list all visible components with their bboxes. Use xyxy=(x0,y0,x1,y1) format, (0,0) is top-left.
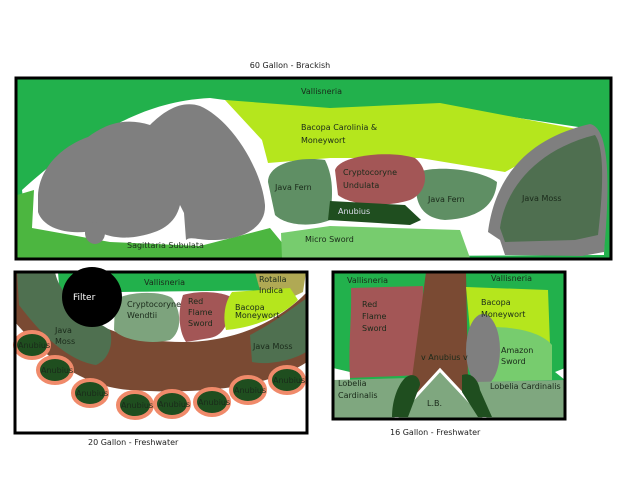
label-moneywort: Moneywort xyxy=(481,310,525,319)
tank60-frame xyxy=(14,76,613,261)
label-lb: L.B. xyxy=(427,399,442,408)
label-java-moss: Java Moss xyxy=(252,342,293,351)
tank60-title: 60 Gallon - Brackish xyxy=(250,61,330,70)
tank60-cryptocoryne xyxy=(335,154,426,205)
label-java-moss: Java Moss xyxy=(521,194,562,203)
tank20-anubius-plant xyxy=(71,378,109,408)
label-java: Java xyxy=(54,326,72,335)
tank20-filter xyxy=(62,267,122,327)
label-red: Red xyxy=(362,300,377,309)
tank20-anubius-plant xyxy=(153,389,191,419)
tank16-bacopa xyxy=(466,287,550,345)
tank60-sagittaria xyxy=(17,190,284,258)
label-lobelia: Lobelia xyxy=(338,379,367,388)
tank60-bacopa xyxy=(225,100,582,172)
label-moss: Moss xyxy=(55,337,75,346)
tank16-rock xyxy=(466,314,500,386)
label-vallisneria: Vallisneria xyxy=(491,274,532,283)
tank20-anubius-plant xyxy=(116,390,154,420)
label-java-fern: Java Fern xyxy=(274,183,312,192)
label-anubius: Anubius xyxy=(121,401,153,410)
label-undulata: Undulata xyxy=(343,181,379,190)
label-vallisneria: Vallisneria xyxy=(301,87,342,96)
tank16: Vallisneria Vallisneria Red Flame Sword … xyxy=(331,270,567,421)
tank16-red-flame-sword xyxy=(349,286,423,378)
label-vallisneria: Vallisneria xyxy=(144,278,185,287)
label-cryptocoryne: Cryptocoryne xyxy=(127,300,181,309)
tank60-anubius xyxy=(328,201,421,225)
label-cryptocoryne: Cryptocoryne xyxy=(343,168,397,177)
label-anubius: Anubius xyxy=(18,341,50,350)
tank60-java-moss xyxy=(500,135,603,242)
tank16-anubius-left xyxy=(392,375,420,417)
tank20-anubius-plant xyxy=(36,355,74,385)
tank20-anubius-plant xyxy=(229,375,267,405)
label-amazon: Amazon xyxy=(501,346,533,355)
tank20-java-moss-left xyxy=(17,272,112,365)
label-wendtii: Wendtii xyxy=(127,311,157,320)
label-anubius: Anubius xyxy=(76,389,108,398)
tank20-anubius-plant xyxy=(193,387,231,417)
tank16-lobelia-left xyxy=(333,378,410,419)
label-sword: Sword xyxy=(188,319,213,328)
label-red: Red xyxy=(188,297,203,306)
tank60-rock-small xyxy=(85,222,105,244)
label-lobelia-cardinalis: Lobelia Cardinalis xyxy=(490,382,561,391)
label-cardinalis: Cardinalis xyxy=(338,391,378,400)
tank60-micro-sword xyxy=(281,226,470,258)
label-anubius: Anubius xyxy=(198,398,230,407)
tank16-title: 16 Gallon - Freshwater xyxy=(390,428,481,437)
label-moneywort: Moneywort xyxy=(235,311,279,320)
label-rotalla: Rotalla xyxy=(259,275,287,284)
label-sagittaria: Sagittaria Subulata xyxy=(127,241,204,250)
tank60-rock-left xyxy=(38,104,266,241)
label-anubius: Anubius xyxy=(158,400,190,409)
label-bacopa: Bacopa xyxy=(481,298,511,307)
tank20-anubius-plant xyxy=(268,365,306,395)
tank16-frame xyxy=(331,270,567,421)
tank16-anubius-right xyxy=(462,374,492,417)
label-anubius: Anubius xyxy=(338,207,370,216)
label-flame: Flame xyxy=(362,312,387,321)
tank20-bacopa xyxy=(224,288,298,330)
label-vallisneria: Vallisneria xyxy=(347,276,388,285)
label-bacopa: Bacopa Carolinia & xyxy=(301,123,377,132)
tank20-red-flame-sword xyxy=(179,292,232,342)
label-sword: Sword xyxy=(362,324,387,333)
label-anubius: Anubius xyxy=(273,376,305,385)
tank60-java-fern-left xyxy=(268,159,333,225)
tank60-java-fern-right xyxy=(416,168,497,220)
label-indica: Indica xyxy=(259,286,283,295)
label-sword: Sword xyxy=(501,357,526,366)
label-java-fern: Java Fern xyxy=(427,195,465,204)
tank16-lobelia-right xyxy=(475,380,565,419)
tank20-java-moss-right xyxy=(250,298,307,364)
label-moneywort: Moneywort xyxy=(301,136,345,145)
label-micro-sword: Micro Sword xyxy=(305,235,354,244)
label-bacopa: Bacopa xyxy=(235,303,265,312)
tank20-cryptocoryne-wendtii xyxy=(114,292,180,342)
label-anubius: Anubius xyxy=(41,366,73,375)
tank60: Vallisneria Bacopa Carolinia & Moneywort… xyxy=(14,76,613,261)
label-anubius: v Anubius v xyxy=(421,353,468,362)
label-anubius: Anubius xyxy=(234,386,266,395)
label-filter: Filter xyxy=(73,293,96,303)
label-flame: Flame xyxy=(188,308,213,317)
tank20-title: 20 Gallon - Freshwater xyxy=(88,438,179,447)
tank20-frame xyxy=(13,270,309,435)
